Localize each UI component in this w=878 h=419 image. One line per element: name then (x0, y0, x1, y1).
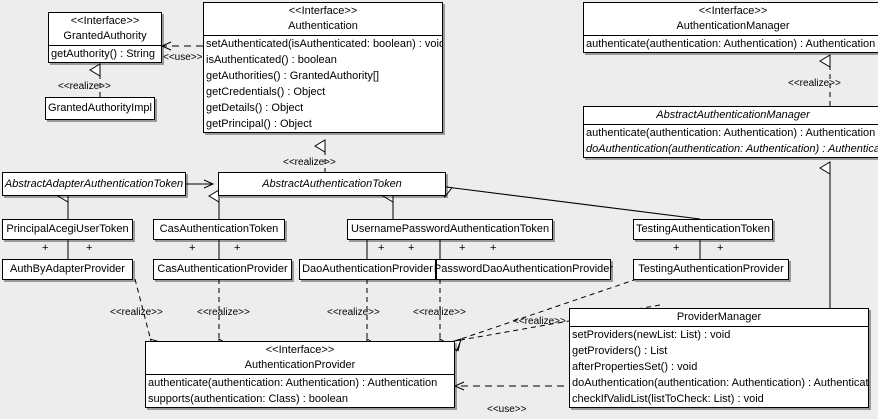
class-authentication[interactable]: <<Interface>> Authentication setAuthenti… (203, 2, 443, 133)
class-header: <<Interface>> AuthenticationManager (584, 3, 878, 35)
class-name: AuthenticationManager (676, 20, 790, 32)
label-realize-auth-by-adapter-provider: <<realize>> (110, 307, 163, 318)
operation: getAuthority() : String (51, 48, 155, 60)
stereotype-label: <<Interface>> (698, 5, 768, 17)
association-marker: + (42, 242, 49, 254)
label-use-provider-manager: <<use>> (487, 404, 527, 415)
class-name: DaoAuthenticationProvider (302, 263, 433, 275)
operation: supports(authentication: Class) : boolea… (148, 393, 348, 405)
label-realize-provider-manager: <<realize>> (513, 316, 566, 327)
association-marker: + (408, 242, 415, 254)
operations-compartment: getAuthority() : String (49, 46, 161, 62)
class-name: UsernamePasswordAuthenticationToken (350, 223, 550, 235)
class-provider-manager[interactable]: ProviderManager setProviders(newList: Li… (569, 308, 869, 408)
class-header: <<Interface>> GrantedAuthority (49, 13, 161, 45)
class-name: Authentication (288, 20, 358, 32)
class-granted-authority-impl[interactable]: GrantedAuthorityImpl (45, 97, 155, 120)
compartment-divider (584, 35, 878, 36)
class-authentication-provider[interactable]: <<Interface>> AuthenticationProvider aut… (145, 341, 455, 408)
label-realize-password-dao-authentication-provider: <<realize>> (413, 307, 466, 318)
class-abstract-adapter-authentication-token[interactable]: AbstractAdapterAuthenticationToken (2, 172, 186, 196)
association-marker: + (86, 242, 93, 254)
class-testing-authentication-token[interactable]: TestingAuthenticationToken (633, 219, 773, 240)
class-abstract-authentication-manager[interactable]: AbstractAuthenticationManager authentica… (583, 106, 878, 158)
class-header: ProviderManager (570, 309, 868, 326)
class-name: CasAuthenticationProvider (157, 263, 288, 275)
class-principal-acegi-user-token[interactable]: PrincipalAcegiUserToken (2, 219, 133, 240)
class-header: <<Interface>> AuthenticationProvider (146, 342, 454, 374)
operation: getProviders() : List (572, 345, 668, 357)
association-marker: + (378, 242, 385, 254)
operation: authenticate(authentication: Authenticat… (586, 127, 876, 139)
class-name: PasswordDaoAuthenticationProvider (433, 263, 614, 275)
operation: doAuthentication(authentication: Authent… (586, 143, 878, 155)
class-testing-authentication-provider[interactable]: TestingAuthenticationProvider (633, 259, 789, 280)
operation: authenticate(authentication: Authenticat… (586, 38, 876, 50)
association-marker: + (459, 242, 466, 254)
class-name: PrincipalAcegiUserToken (6, 223, 129, 235)
operation: setProviders(newList: List) : void (572, 329, 731, 341)
operations-compartment: authenticate(authentication: Authenticat… (146, 375, 454, 407)
label-realize-abstract-authentication-token: <<realize>> (283, 157, 336, 168)
compartment-divider (49, 45, 161, 46)
operation: isAuthenticated() : boolean (206, 54, 337, 66)
stereotype-label: <<Interface>> (70, 15, 140, 27)
operation: afterPropertiesSet() : void (572, 361, 698, 373)
class-name: AbstractAuthenticationToken (262, 177, 402, 190)
operation: checkIfValidList(listToCheck: List) : vo… (572, 393, 764, 405)
compartment-divider (146, 374, 454, 375)
compartment-divider (204, 35, 442, 36)
label-realize-dao-authentication-provider: <<realize>> (327, 307, 380, 318)
class-name: GrantedAuthority (63, 30, 147, 42)
class-name: TestingAuthenticationProvider (638, 263, 784, 275)
association-marker: + (717, 242, 724, 254)
class-cas-authentication-provider[interactable]: CasAuthenticationProvider (153, 259, 292, 280)
label-realize-cas-authentication-provider: <<realize>> (197, 307, 250, 318)
operation: getAuthorities() : GrantedAuthority[] (206, 70, 380, 82)
association-marker: + (189, 242, 196, 254)
operation: getDetails() : Object (206, 102, 304, 114)
class-name: AbstractAdapterAuthenticationToken (4, 177, 184, 190)
class-cas-authentication-token[interactable]: CasAuthenticationToken (153, 219, 285, 240)
class-password-dao-authentication-provider[interactable]: PasswordDaoAuthenticationProvider (434, 259, 613, 280)
class-name: CasAuthenticationToken (159, 223, 279, 235)
label-realize-authentication-manager: <<realize>> (788, 78, 841, 89)
operation: authenticate(authentication: Authenticat… (148, 377, 438, 389)
class-name: GrantedAuthorityImpl (48, 102, 152, 114)
compartment-divider (584, 124, 878, 125)
class-name: AbstractAuthenticationManager (656, 109, 810, 121)
association-marker: + (490, 242, 497, 254)
compartment-divider (570, 326, 868, 327)
class-dao-authentication-provider[interactable]: DaoAuthenticationProvider (299, 259, 436, 280)
operations-compartment: authenticate(authentication: Authenticat… (584, 125, 878, 157)
stereotype-label: <<Interface>> (288, 5, 358, 17)
operations-compartment: setAuthenticated(isAuthenticated: boolea… (204, 36, 442, 132)
class-name: AuthByAdapterProvider (10, 263, 125, 275)
operations-compartment: setProviders(newList: List) : void getPr… (570, 327, 868, 407)
class-header: AbstractAuthenticationManager (584, 107, 878, 124)
operation: setAuthenticated(isAuthenticated: boolea… (206, 38, 442, 50)
class-name: AuthenticationProvider (244, 359, 356, 371)
class-name: TestingAuthenticationToken (636, 223, 770, 235)
label-realize-granted-authority-impl: <<realize>> (58, 81, 111, 92)
operations-compartment: authenticate(authentication: Authenticat… (584, 36, 878, 52)
class-auth-by-adapter-provider[interactable]: AuthByAdapterProvider (2, 259, 133, 280)
class-header: <<Interface>> Authentication (204, 3, 442, 35)
stereotype-label: <<Interface>> (265, 344, 335, 356)
class-abstract-authentication-token[interactable]: AbstractAuthenticationToken (218, 172, 446, 196)
operation: getCredentials() : Object (206, 86, 326, 98)
class-username-password-authentication-token[interactable]: UsernamePasswordAuthenticationToken (347, 219, 553, 240)
edge-gen-testing-authentication-token (439, 185, 701, 220)
class-authentication-manager[interactable]: <<Interface>> AuthenticationManager auth… (583, 2, 878, 53)
association-marker: + (673, 242, 680, 254)
association-marker: + (234, 242, 241, 254)
label-use-granted-authority: <<use>> (163, 52, 203, 63)
class-granted-authority[interactable]: <<Interface>> GrantedAuthority getAuthor… (48, 12, 162, 63)
class-name: ProviderManager (676, 311, 762, 323)
operation: doAuthentication(authentication: Authent… (572, 377, 868, 389)
operation: getPrincipal() : Object (206, 118, 312, 130)
